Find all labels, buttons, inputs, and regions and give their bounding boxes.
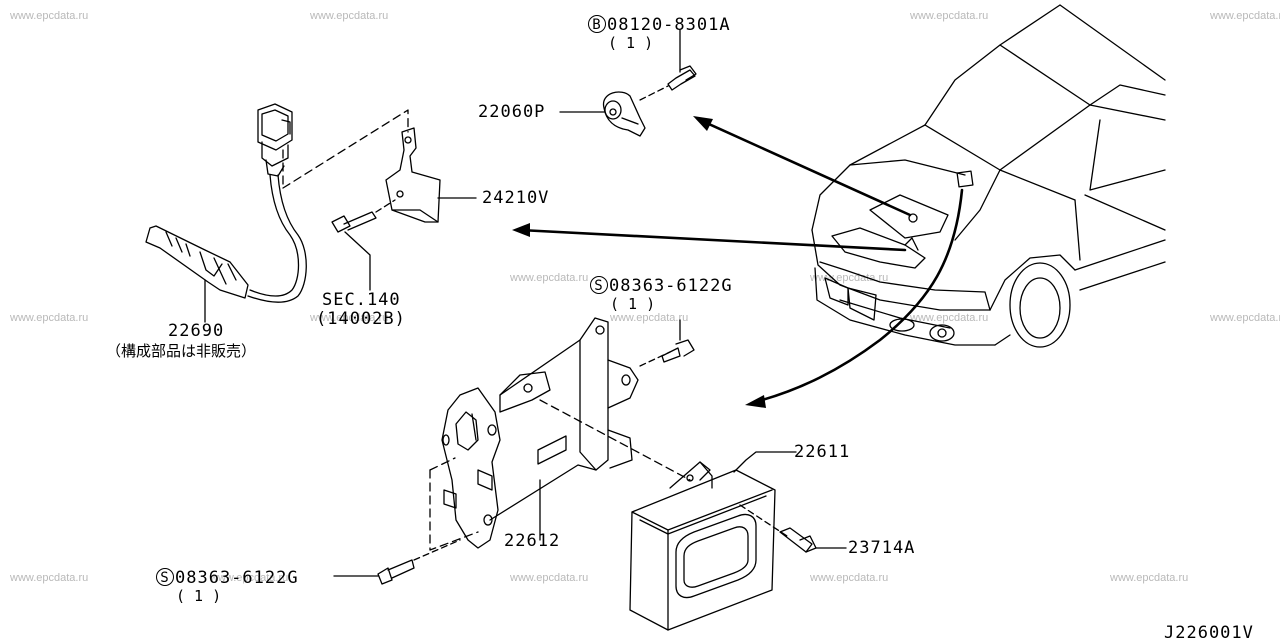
watermark: www.epcdata.ru bbox=[810, 572, 889, 584]
screw-symbol-s: S bbox=[590, 276, 608, 294]
watermark: www.epcdata.ru bbox=[910, 312, 989, 324]
sensor-bracket bbox=[386, 128, 440, 222]
part-label-bracket: 24210V bbox=[482, 188, 550, 208]
watermark: www.epcdata.ru bbox=[210, 572, 289, 584]
watermark: www.epcdata.ru bbox=[10, 572, 89, 584]
watermark: www.epcdata.ru bbox=[1110, 572, 1189, 584]
part-label-ecu: 22611 bbox=[794, 442, 851, 462]
part-label-ecu-bracket: 22612 bbox=[504, 531, 561, 551]
watermark: www.epcdata.ru bbox=[910, 10, 989, 22]
upper-screw bbox=[662, 340, 694, 362]
knock-sensor bbox=[604, 92, 645, 136]
watermark: www.epcdata.ru bbox=[510, 572, 589, 584]
quantity-label: ( 1 ) bbox=[610, 295, 656, 313]
ecu-bracket bbox=[442, 318, 638, 548]
diagram-code: J226001V bbox=[1164, 623, 1254, 640]
section-reference: SEC.140 bbox=[322, 290, 401, 310]
part-number: 08363-6122G bbox=[609, 276, 733, 296]
watermark: www.epcdata.ru bbox=[310, 312, 389, 324]
not-sold-separately-note: （構成部品は非販売） bbox=[106, 342, 257, 360]
quantity-label: ( 1 ) bbox=[176, 587, 222, 605]
location-arrows bbox=[520, 120, 962, 402]
watermark: www.epcdata.ru bbox=[1210, 312, 1280, 324]
part-number: 08120-8301A bbox=[607, 15, 731, 35]
quantity-label: ( 1 ) bbox=[608, 34, 654, 52]
watermark: www.epcdata.ru bbox=[310, 10, 389, 22]
engine-control-unit bbox=[630, 452, 796, 630]
watermark: www.epcdata.ru bbox=[10, 10, 89, 22]
vehicle-outline bbox=[812, 5, 1165, 347]
lower-screw bbox=[378, 560, 414, 584]
section-reference-code: (14002B) bbox=[316, 309, 406, 329]
bolt-symbol-b: B bbox=[588, 15, 606, 33]
knock-bolt bbox=[668, 66, 696, 90]
part-label-oxygen-sensor: 22690 bbox=[168, 321, 225, 341]
bracket-bolt bbox=[332, 212, 376, 232]
oxygen-sensor bbox=[146, 104, 306, 302]
part-label-knock-sensor: 22060P bbox=[478, 102, 546, 122]
watermark: www.epcdata.ru bbox=[10, 312, 89, 324]
part-label-ecu-bolt: 23714A bbox=[848, 538, 916, 558]
watermark: www.epcdata.ru bbox=[1210, 10, 1280, 22]
watermark: www.epcdata.ru bbox=[610, 312, 689, 324]
part-number: 08363-6122G bbox=[175, 568, 299, 588]
screw-symbol-s: S bbox=[156, 568, 174, 586]
ecu-bolt bbox=[780, 528, 816, 552]
watermark: www.epcdata.ru bbox=[510, 272, 589, 284]
